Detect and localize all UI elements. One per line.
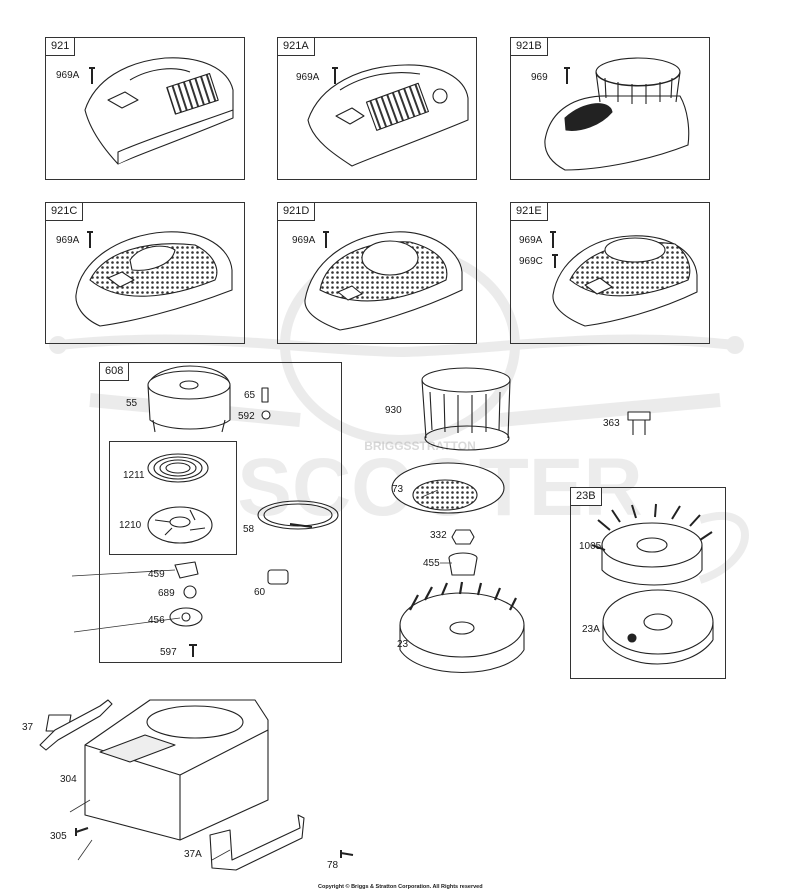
label-1005: 1005 [579, 541, 602, 552]
handle-60 [267, 569, 289, 585]
box-23b-tag: 23B [571, 488, 602, 506]
box-608: 608 [99, 362, 342, 663]
screw-597 [189, 644, 197, 657]
cover-921b [544, 57, 690, 171]
screws-969 [87, 67, 570, 268]
box-921e: 921E [510, 202, 710, 344]
box-921: 921 [45, 37, 245, 180]
label-73: 73 [392, 484, 404, 495]
box-921a: 921A [277, 37, 477, 180]
label-363: 363 [603, 418, 620, 429]
spring-689 [183, 585, 197, 599]
label-304: 304 [60, 774, 77, 785]
rotating-screen-930 [421, 367, 511, 451]
label-969a: 969A [56, 235, 80, 246]
cover-921a [307, 64, 469, 167]
fan-1005 [591, 503, 713, 586]
box-921e-tag: 921E [511, 203, 548, 221]
box-608-tag: 608 [100, 363, 130, 381]
cover-921 [84, 57, 234, 165]
box-921b: 921B [510, 37, 710, 180]
label-969a: 969A [296, 72, 320, 83]
box-921c: 921C [45, 202, 245, 344]
screw-305 [75, 827, 89, 836]
watermark-top-text: BRIGGSSTRATTON [364, 439, 476, 453]
box-1210-inner [109, 441, 237, 555]
cover-921d [304, 231, 463, 331]
label-58: 58 [243, 524, 255, 535]
label-459: 459 [148, 569, 165, 580]
label-78: 78 [327, 860, 339, 871]
box-921d-tag: 921D [278, 203, 316, 221]
flywheel-23a [602, 589, 714, 665]
box-921b-tag: 921B [511, 38, 548, 56]
pawl-459 [174, 561, 199, 579]
label-23a: 23A [582, 624, 600, 635]
box-921d: 921D [277, 202, 477, 344]
label-37: 37 [22, 722, 34, 733]
copyright-footer: Copyright © Briggs & Stratton Corporatio… [318, 884, 483, 890]
label-65: 65 [244, 390, 256, 401]
label-55: 55 [126, 398, 138, 409]
label-37a: 37A [184, 849, 202, 860]
label-969a: 969A [56, 70, 80, 81]
label-689: 689 [158, 588, 175, 599]
screw-78 [340, 850, 354, 858]
clutch-455 [448, 552, 478, 576]
cover-921c [75, 231, 233, 327]
label-23: 23 [397, 639, 409, 650]
label-969: 969 [531, 72, 548, 83]
cover-921e [552, 235, 698, 327]
label-305: 305 [50, 831, 67, 842]
grass-screen-73 [391, 462, 505, 514]
label-60: 60 [254, 587, 266, 598]
rope-58 [257, 500, 339, 530]
blower-housing-304 [45, 699, 269, 841]
baffle-37 [39, 699, 113, 751]
nut-332 [451, 529, 475, 545]
label-592: 592 [238, 411, 255, 422]
label-1211: 1211 [123, 470, 145, 481]
baffle-37a [209, 814, 305, 871]
retainer-456 [169, 607, 203, 627]
leader-lines [69, 489, 452, 861]
label-930: 930 [385, 405, 402, 416]
box-921-tag: 921 [46, 38, 76, 56]
recoil-spring-1211 [147, 453, 209, 483]
box-921c-tag: 921C [46, 203, 84, 221]
label-455: 455 [423, 558, 440, 569]
label-456: 456 [148, 615, 165, 626]
box-921a-tag: 921A [278, 38, 315, 56]
label-332: 332 [430, 530, 447, 541]
box-23b: 23B [570, 487, 726, 679]
label-969c: 969C [519, 256, 543, 267]
recoil-starter-housing [147, 365, 271, 433]
label-969a: 969A [519, 235, 543, 246]
pulley-1210 [147, 506, 213, 544]
label-969a: 969A [292, 235, 316, 246]
flywheel-23 [399, 581, 525, 673]
terminal-363 [627, 411, 651, 435]
label-597: 597 [160, 647, 177, 658]
label-1210: 1210 [119, 520, 142, 531]
